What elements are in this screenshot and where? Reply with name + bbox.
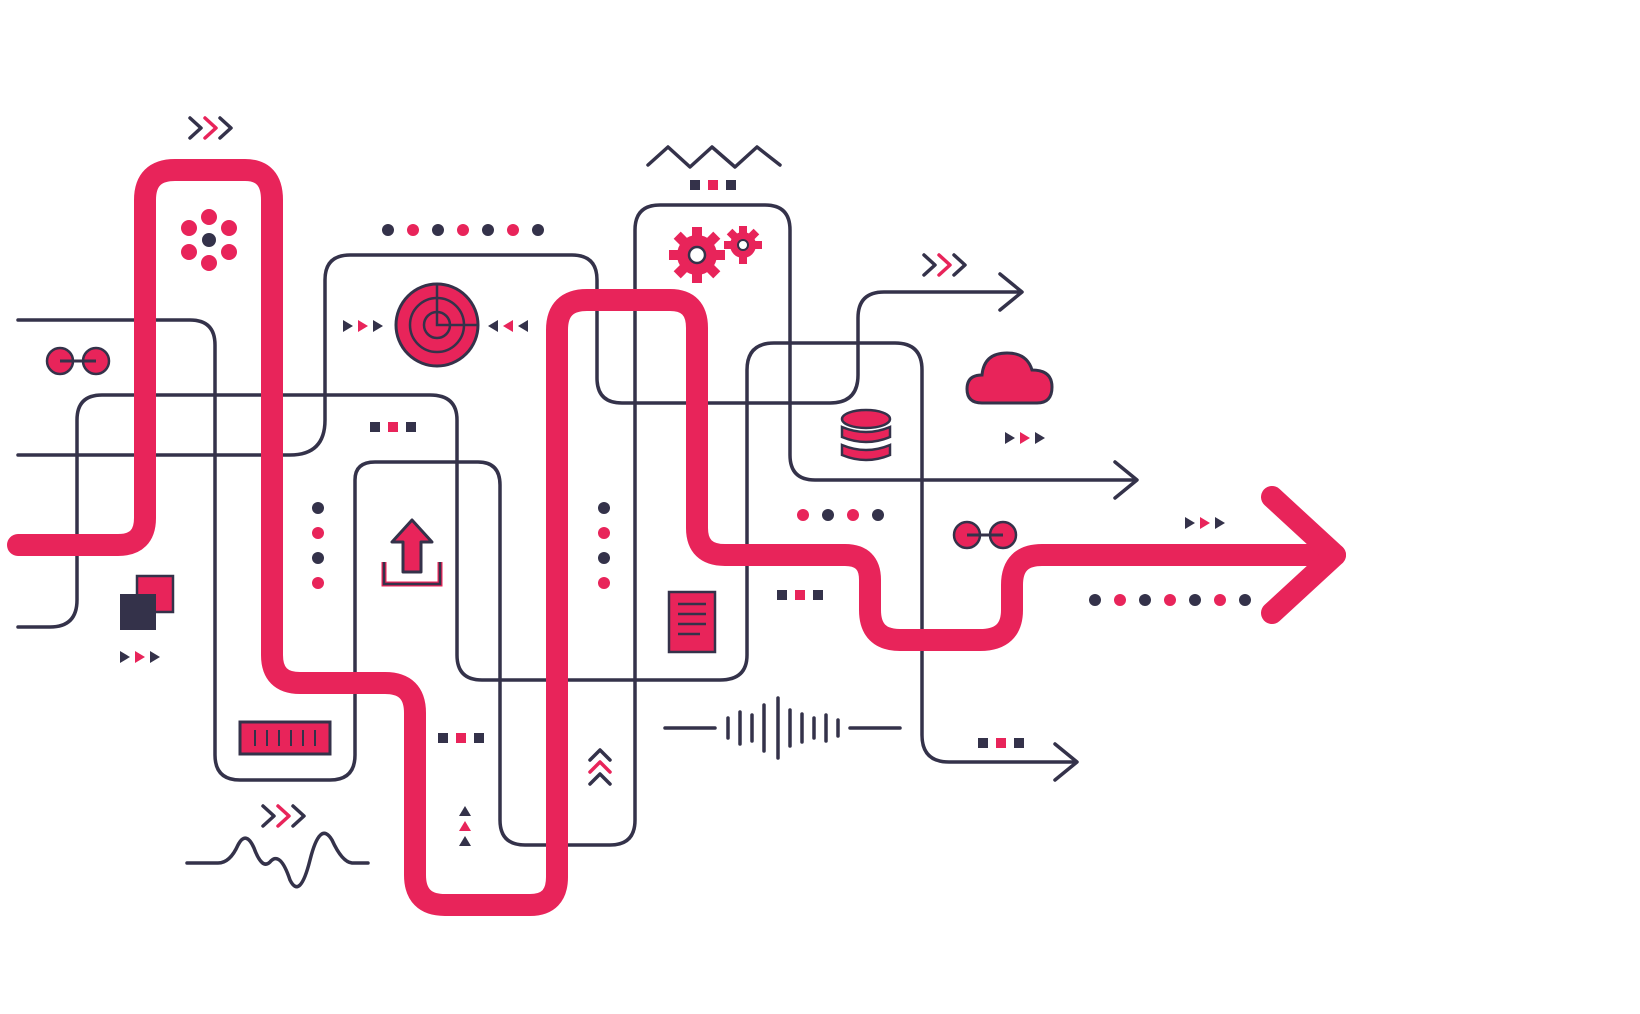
cloud-icon [965, 351, 1054, 405]
connector-line [16, 341, 1077, 764]
square-dash-decoration [370, 422, 416, 432]
chevron-arrows-icon [188, 116, 233, 140]
gears-icon [669, 226, 762, 283]
main-red-path [7, 159, 1346, 916]
document-icon [667, 590, 717, 654]
radar-target-icon [394, 282, 480, 368]
database-icon [840, 408, 892, 462]
triangle-arrows-icon [343, 320, 383, 332]
heartbeat-wave-icon [185, 831, 370, 889]
triangle-arrows-icon [459, 806, 471, 846]
chevron-arrows-icon [922, 253, 967, 277]
square-dash-decoration [777, 590, 823, 600]
connector-line [16, 203, 1137, 847]
arrow-head [1053, 742, 1079, 782]
arrow-head [998, 272, 1024, 312]
triangle-arrows-icon [120, 651, 160, 663]
dot-row-decoration [797, 509, 884, 521]
dot-row-decoration [382, 224, 544, 236]
square-dash-decoration [438, 733, 484, 743]
triangle-arrows-icon [488, 320, 528, 332]
stacked-squares-icon [120, 574, 175, 630]
square-dash-decoration [690, 180, 736, 190]
dark-connector-lines [16, 203, 1139, 847]
link-dumbbell-icon [952, 520, 1018, 550]
dot-row-decoration [598, 502, 610, 589]
triangle-arrows-icon [1185, 517, 1225, 529]
dot-row-decoration [312, 502, 324, 589]
upload-tray-icon [381, 518, 443, 587]
zigzag-wave-icon [646, 145, 782, 169]
battery-bar-icon [238, 720, 332, 756]
main-arrow-head [1261, 486, 1346, 624]
chevron-arrows-icon [261, 804, 306, 828]
arrow-head [1113, 460, 1139, 500]
sound-wave-icon [663, 696, 902, 760]
dot-row-decoration [1089, 594, 1251, 606]
link-dumbbell-icon [45, 346, 111, 376]
flower-dots-icon [181, 209, 237, 271]
chevron-arrows-icon [588, 748, 612, 786]
triangle-arrows-icon [1005, 432, 1045, 444]
square-dash-decoration [978, 738, 1024, 748]
